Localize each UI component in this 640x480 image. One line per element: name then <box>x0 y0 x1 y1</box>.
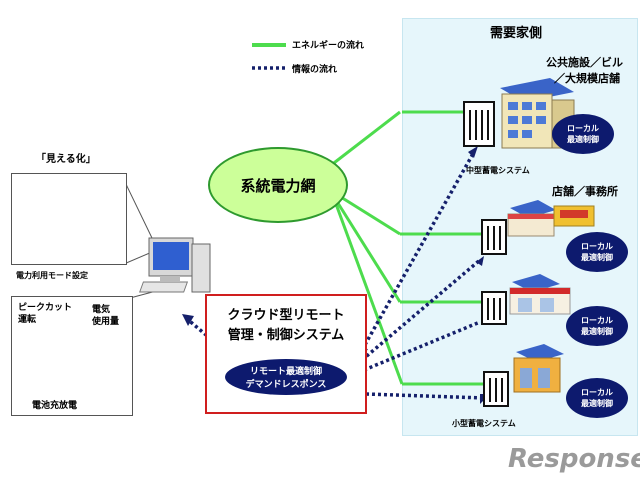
usage-label-2: 使用量 <box>92 317 120 327</box>
local-control-3: ローカル 最適制御 <box>566 306 628 346</box>
peak-cut-box <box>11 296 133 416</box>
energy-line-store2 <box>334 199 402 303</box>
demand-side-title: 需要家側 <box>490 26 543 41</box>
energy-line-store1 <box>335 192 401 236</box>
store-icon-3 <box>513 344 564 393</box>
legend-energy-label: エネルギーの流れ <box>292 41 365 51</box>
computer-icon <box>139 237 211 293</box>
local-control-3-line2: 最適制御 <box>581 327 613 336</box>
legend-info-label: 情報の流れ <box>292 65 338 75</box>
battery-charge-label: 電池充放電 <box>32 401 78 411</box>
peak-cut-label-2: 運転 <box>18 315 37 325</box>
energy-line-public <box>329 110 401 168</box>
peak-cut-label-1: ピークカット <box>18 303 73 313</box>
battery-icon-4 <box>483 371 509 407</box>
visualization-chart-box <box>11 173 127 265</box>
local-control-2-line2: 最適制御 <box>581 253 613 262</box>
mid-storage-label: 中型蓄電システム <box>466 166 530 175</box>
public-facilities-label-1: 公共施設／ビル <box>546 56 623 69</box>
mode-setting-label: 電力利用モード設定 <box>16 271 88 280</box>
cloud-control-system: クラウド型リモート 管理・制御システム リモート最適制御 デマンドレスポンス <box>205 294 367 414</box>
remote-control-node: リモート最適制御 デマンドレスポンス <box>225 359 347 395</box>
public-facilities-label-2: ／大規模店舗 <box>554 72 620 85</box>
local-control-2-line1: ローカル <box>581 242 613 251</box>
store-icon-2 <box>509 274 571 315</box>
cloud-title-line1: クラウド型リモート <box>227 308 345 323</box>
remote-control-line1: リモート最適制御 <box>249 367 322 377</box>
local-control-1-line1: ローカル <box>567 124 599 133</box>
building-icon <box>500 78 575 149</box>
cloud-title-line2: 管理・制御システム <box>227 328 345 343</box>
local-control-4: ローカル 最適制御 <box>566 378 628 418</box>
visualization-title: 「見える化」 <box>36 154 96 165</box>
energy-line-store3 <box>334 203 404 385</box>
usage-label-1: 電気 <box>92 305 111 315</box>
local-control-3-line1: ローカル <box>581 316 613 325</box>
store-icon-1 <box>507 200 595 237</box>
power-grid-node: 系統電力網 <box>208 147 348 223</box>
info-line-public <box>360 151 476 351</box>
info-line-store3 <box>365 392 485 400</box>
remote-control-line2: デマンドレスポンス <box>245 380 327 390</box>
battery-icon-2 <box>481 219 507 255</box>
local-control-4-line1: ローカル <box>581 388 613 397</box>
local-control-1: ローカル 最適制御 <box>552 114 614 154</box>
battery-icon-3 <box>481 291 507 325</box>
local-control-2: ローカル 最適制御 <box>566 232 628 272</box>
local-control-4-line2: 最適制御 <box>581 399 613 408</box>
small-storage-label: 小型蓄電システム <box>452 419 516 428</box>
response-logo: Response. <box>508 444 640 474</box>
local-control-1-line2: 最適制御 <box>567 135 599 144</box>
stores-offices-label: 店舗／事務所 <box>552 185 618 198</box>
power-grid-label: 系統電力網 <box>240 176 316 195</box>
info-line-store2 <box>363 320 481 372</box>
battery-icon-1 <box>463 101 495 147</box>
info-line-store1 <box>360 258 482 362</box>
